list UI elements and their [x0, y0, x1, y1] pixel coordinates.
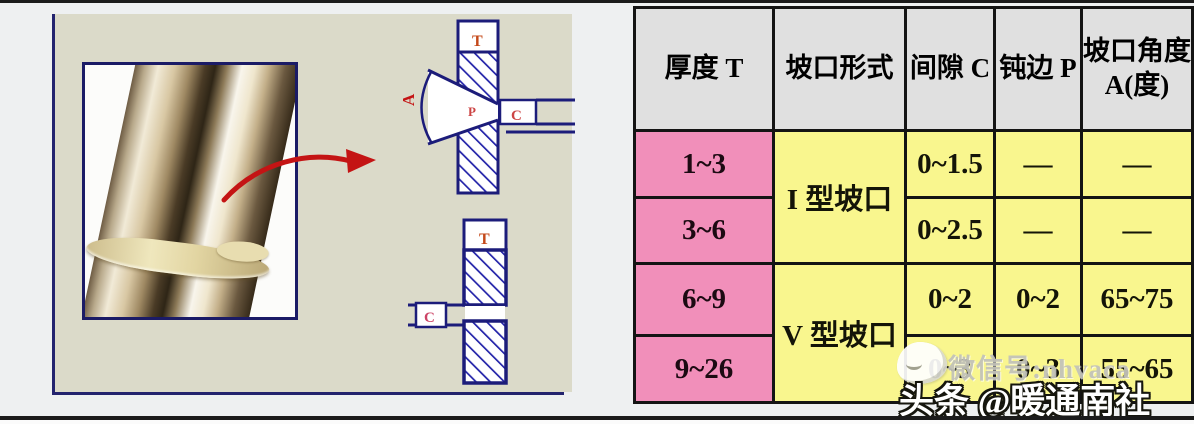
- col-header-gap: 间隙 C: [904, 6, 996, 132]
- cell-thickness: 6~9: [633, 262, 775, 337]
- col-header-blunt-edge: 钝边 P: [993, 6, 1083, 132]
- watermark-logo: [897, 342, 947, 384]
- bottom-rule: [0, 416, 1194, 420]
- watermark-toutiao-handle: 头条 @暖通南社: [899, 382, 1151, 421]
- v-groove-thickness-label: T: [472, 33, 483, 50]
- top-rule: [0, 0, 1194, 3]
- cell-blunt-edge: —: [993, 129, 1083, 199]
- cell-gap: 0~1.5: [904, 129, 996, 199]
- col-header-groove-form: 坡口形式: [772, 6, 907, 132]
- cell-groove-form: V 型坡口: [772, 262, 907, 404]
- table-row: 6~9 V 型坡口 0~2 0~2 65~75: [633, 262, 1194, 404]
- panel-frame-left: [52, 14, 55, 395]
- cell-blunt-edge: —: [993, 196, 1083, 265]
- groove-dimension-table: 厚度 T 坡口形式 间隙 C 钝边 P 坡口角度A(度) 1~3 I 型坡口 0…: [633, 6, 1194, 404]
- cell-groove-angle: —: [1080, 196, 1194, 265]
- bottom-margin: [0, 420, 1194, 424]
- table-row: 1~3 I 型坡口 0~1.5 — —: [633, 129, 1194, 265]
- col-header-thickness: 厚度 T: [633, 6, 775, 132]
- cell-groove-form: I 型坡口: [772, 129, 907, 265]
- watermark-wechat-id: 微信号:nhvaca: [948, 354, 1131, 384]
- pipe-weld-photo: [82, 62, 298, 320]
- cell-thickness: 3~6: [633, 196, 775, 265]
- col-header-groove-angle: 坡口角度A(度): [1080, 6, 1194, 132]
- cell-gap: 0~2.5: [904, 196, 996, 265]
- i-groove-thickness-label: T: [479, 231, 490, 248]
- cell-gap: 0~2: [904, 262, 996, 337]
- v-groove-gap-label: C: [511, 108, 522, 124]
- v-groove-bluntedge-label: P: [468, 104, 476, 119]
- cell-groove-angle: —: [1080, 129, 1194, 199]
- cell-thickness: 9~26: [633, 334, 775, 404]
- cell-groove-angle: 65~75: [1080, 262, 1194, 337]
- i-groove-gap-label: C: [424, 310, 435, 326]
- cell-blunt-edge: 0~2: [993, 262, 1083, 337]
- cell-blunt-edge: 0~3: [993, 334, 1083, 404]
- i-groove-diagram: T C: [408, 218, 508, 385]
- table-header-row: 厚度 T 坡口形式 间隙 C 钝边 P 坡口角度A(度): [633, 6, 1194, 132]
- cell-groove-angle: 55~65: [1080, 334, 1194, 404]
- red-callout-arrow: [221, 149, 376, 203]
- cell-thickness: 1~3: [633, 129, 775, 199]
- v-groove-angle-label: A: [400, 93, 418, 106]
- v-groove-diagram: A T P C: [400, 19, 575, 195]
- panel-frame-bottom: [52, 392, 564, 395]
- table-row: 3~6 0~2.5 — —: [633, 196, 1194, 265]
